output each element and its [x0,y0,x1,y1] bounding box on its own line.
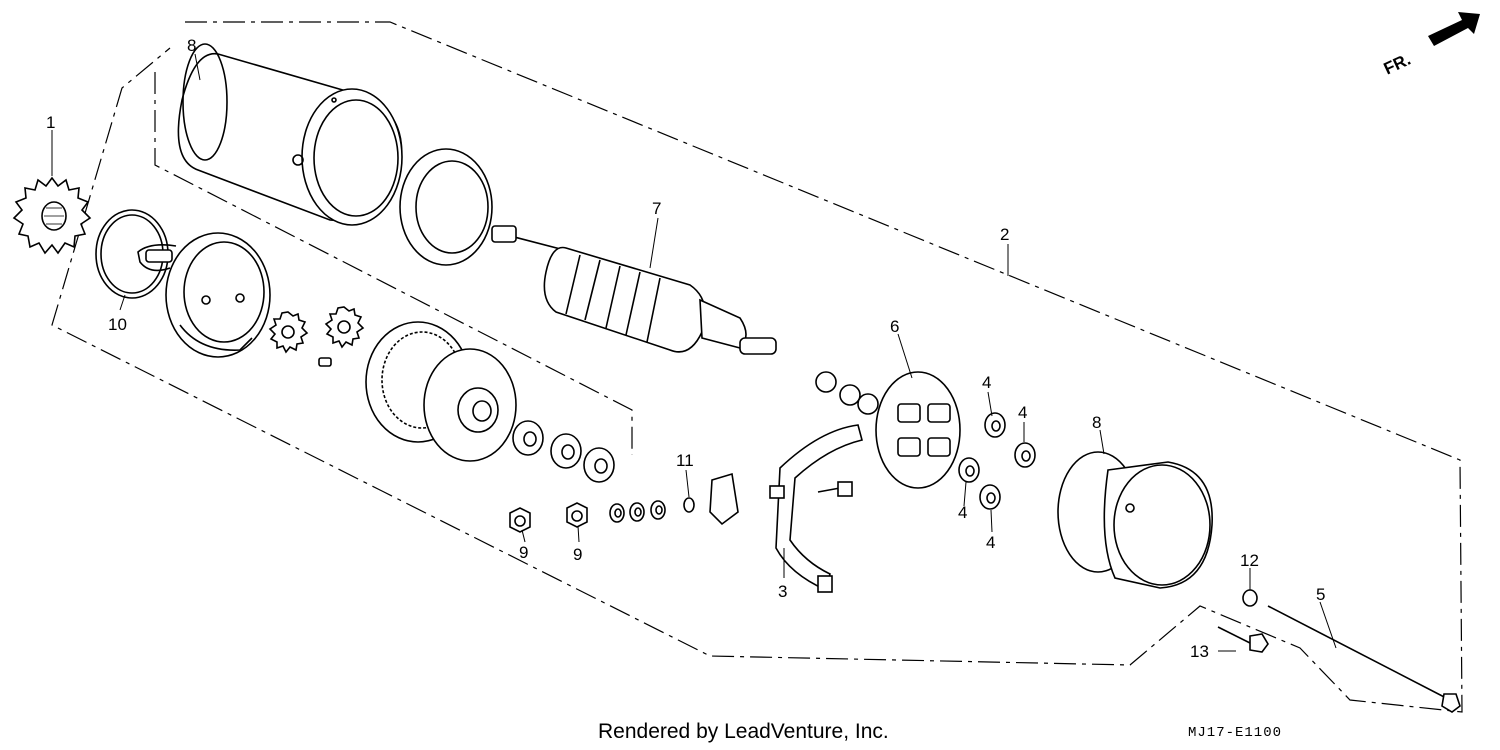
brush-terminal-part [709,424,863,593]
credit-text: Rendered by LeadVenture, Inc. [598,720,889,743]
callout-1: 1 [46,113,55,132]
callout-4b: 4 [1018,403,1027,422]
callout-4c: 4 [958,503,967,522]
oil-seals-nuts-part [509,497,695,533]
internal-gear-part [365,321,517,462]
callout-9a: 9 [519,543,528,562]
front-cover-part [137,232,271,358]
callout-7: 7 [652,199,661,218]
callout-10: 10 [108,315,127,334]
brush-collar-part [399,148,493,266]
callout-8-top: 8 [187,36,196,55]
callout-5: 5 [1316,585,1325,604]
front-direction-arrow: FR. [1381,12,1480,78]
brush-springs-part [958,412,1036,510]
planetary-gears-part [268,306,365,367]
callout-12: 12 [1240,551,1259,570]
callout-13: 13 [1190,642,1209,661]
callout-leaders [51,53,1337,652]
fasteners-part [1217,589,1461,713]
callout-4d: 4 [986,533,995,552]
callout-9b: 9 [573,545,582,564]
callout-3: 3 [778,582,787,601]
callout-6: 6 [890,317,899,336]
thrust-washers-part [512,420,615,483]
callout-4a: 4 [982,373,991,392]
front-direction-label: FR. [1381,50,1414,79]
pinion-gear-part [12,176,92,255]
drawing-code: MJ17-E1100 [1188,725,1282,741]
brush-holder-part [815,371,961,489]
motor-yoke-part [177,43,403,226]
callout-11: 11 [676,451,694,470]
armature-part [491,225,777,355]
callout-labels: 1 2 3 4 4 4 4 5 6 7 8 8 9 9 10 11 12 13 [46,36,1325,661]
callout-8-rear: 8 [1092,413,1101,432]
rear-cover-part [1057,451,1213,589]
callout-2: 2 [1000,225,1009,244]
assembly-outline [51,21,1463,713]
